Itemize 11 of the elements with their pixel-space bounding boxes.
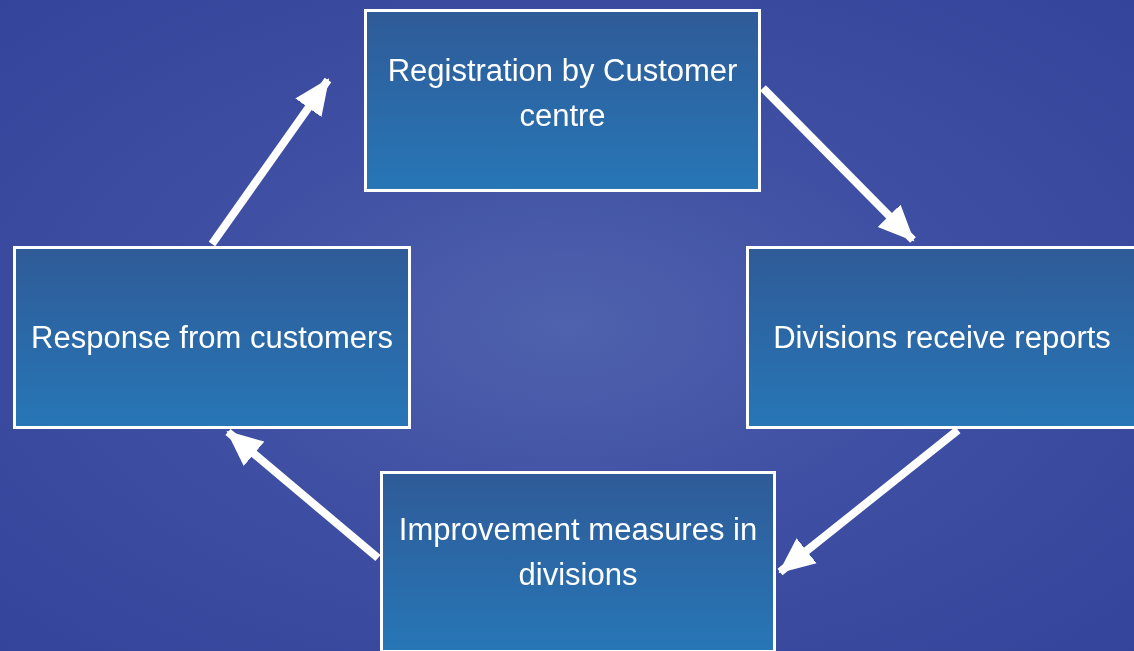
- box-label: Divisions receive reports: [773, 319, 1111, 357]
- arrow: [225, 428, 381, 562]
- process-box: [380, 471, 776, 651]
- arrow: [208, 77, 332, 247]
- box-label: Response from customers: [31, 319, 393, 357]
- arrow: [760, 85, 916, 243]
- process-box: [364, 9, 761, 192]
- box-label: Improvement measures in divisions: [397, 511, 759, 594]
- box-label: Registration by Customer centre: [386, 51, 739, 135]
- process-box: [13, 246, 411, 429]
- process-box: [746, 246, 1134, 429]
